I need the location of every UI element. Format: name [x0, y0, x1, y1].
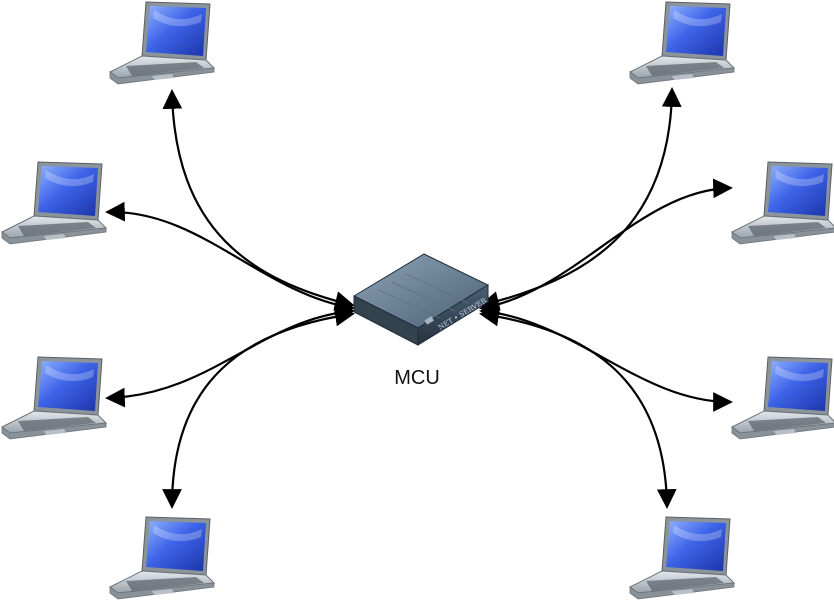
laptop-icon	[109, 516, 216, 600]
laptop-icon	[629, 1, 736, 85]
edge-hub-laptop-6	[479, 178, 733, 315]
edge-hub-laptop-4	[162, 306, 355, 509]
edge-hub-laptop-8	[479, 306, 677, 509]
laptop-icon	[629, 516, 736, 600]
laptop-icon	[109, 1, 216, 85]
laptop-icon	[731, 356, 834, 440]
connections	[105, 87, 733, 509]
laptop-icon	[1, 356, 108, 440]
laptop-icon	[1, 161, 108, 245]
edge-hub-laptop-7	[479, 302, 733, 412]
mcu-server-icon: NET • SERVER	[352, 253, 490, 346]
edge-hub-laptop-5	[479, 87, 682, 311]
edge-hub-laptop-3	[105, 302, 355, 408]
hub-label: MCU	[394, 367, 440, 389]
laptop-icon	[731, 161, 834, 245]
edge-hub-laptop-2	[105, 201, 355, 315]
